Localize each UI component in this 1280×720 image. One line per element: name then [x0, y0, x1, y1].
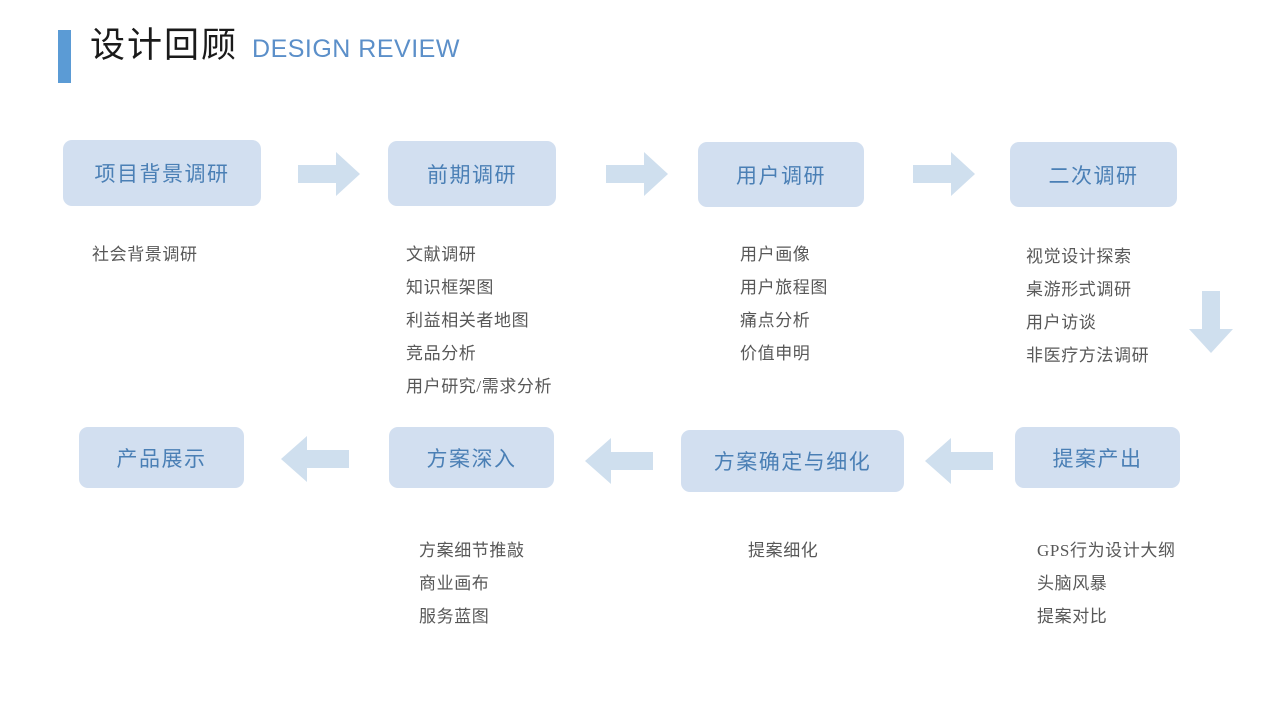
arrow-right-icon-2 [606, 152, 668, 196]
arrow-right-icon-3 [913, 152, 975, 196]
flow-box-label: 提案产出 [1052, 446, 1143, 471]
page-subtitle: DESIGN REVIEW [252, 35, 460, 63]
flow-box-label: 项目背景调研 [94, 162, 230, 186]
flow-box-label: 方案确定与细化 [713, 450, 872, 474]
list-item: 服务蓝图 [419, 607, 490, 626]
list-item: 用户研究/需求分析 [406, 377, 553, 396]
list-item: 用户画像 [740, 245, 811, 264]
list-item: 痛点分析 [740, 311, 811, 330]
flow-box-product-presentation[interactable]: 产品展示 [79, 427, 244, 488]
flow-box-project-background-research[interactable]: 项目背景调研 [63, 140, 261, 206]
list-item: 竞品分析 [406, 344, 477, 363]
detail-list-2: 文献调研 知识框架图 利益相关者地图 竞品分析 用户研究/需求分析 [406, 238, 552, 403]
arrow-right-icon-1 [298, 152, 360, 196]
list-item: 方案细节推敲 [419, 541, 525, 560]
page-header: 设计回顾 DESIGN REVIEW [58, 26, 460, 83]
flow-box-label: 用户调研 [736, 163, 826, 188]
flow-box-user-research[interactable]: 用户调研 [698, 142, 864, 207]
detail-list-4: 视觉设计探索 桌游形式调研 用户访谈 非医疗方法调研 [1026, 240, 1149, 372]
list-item: 头脑风暴 [1037, 574, 1108, 593]
list-item: 提案细化 [748, 541, 819, 560]
list-item: 商业画布 [419, 574, 490, 593]
detail-list-6: 提案细化 [748, 534, 818, 567]
list-item: 桌游形式调研 [1026, 280, 1132, 299]
flow-box-label: 产品展示 [116, 446, 207, 471]
flow-box-label: 方案深入 [426, 446, 517, 471]
list-item: 知识框架图 [406, 278, 494, 297]
detail-list-5: 方案细节推敲 商业画布 服务蓝图 [419, 534, 525, 633]
list-item: 非医疗方法调研 [1026, 346, 1150, 365]
list-item: 视觉设计探索 [1026, 247, 1132, 266]
flow-box-preliminary-research[interactable]: 前期调研 [388, 141, 556, 206]
list-item: 社会背景调研 [92, 245, 198, 264]
flow-box-secondary-research[interactable]: 二次调研 [1010, 142, 1177, 207]
flow-box-solution-deepening[interactable]: 方案深入 [389, 427, 554, 488]
arrow-left-icon-3 [925, 438, 993, 484]
page-title: 设计回顾 [90, 26, 239, 65]
list-item: 用户旅程图 [740, 278, 828, 297]
list-item: 价值申明 [740, 344, 811, 363]
detail-list-3: 用户画像 用户旅程图 痛点分析 价值申明 [740, 238, 828, 370]
flow-box-solution-confirm-refine[interactable]: 方案确定与细化 [681, 430, 904, 492]
list-item: GPS行为设计大纲 [1037, 541, 1176, 560]
flow-box-label: 前期调研 [427, 162, 517, 187]
list-item: 利益相关者地图 [406, 311, 530, 330]
flow-box-label: 二次调研 [1048, 163, 1139, 188]
list-item: 提案对比 [1037, 607, 1108, 626]
arrow-down-icon [1189, 291, 1233, 353]
arrow-left-icon-1 [281, 436, 349, 482]
list-item: 用户访谈 [1026, 313, 1097, 332]
header-accent-bar [58, 30, 71, 83]
arrow-left-icon-2 [585, 438, 653, 484]
list-item: 文献调研 [406, 245, 477, 264]
detail-list-1: 社会背景调研 [92, 238, 198, 271]
detail-list-7: GPS行为设计大纲 头脑风暴 提案对比 [1037, 534, 1176, 633]
flow-box-proposal-output[interactable]: 提案产出 [1015, 427, 1180, 488]
